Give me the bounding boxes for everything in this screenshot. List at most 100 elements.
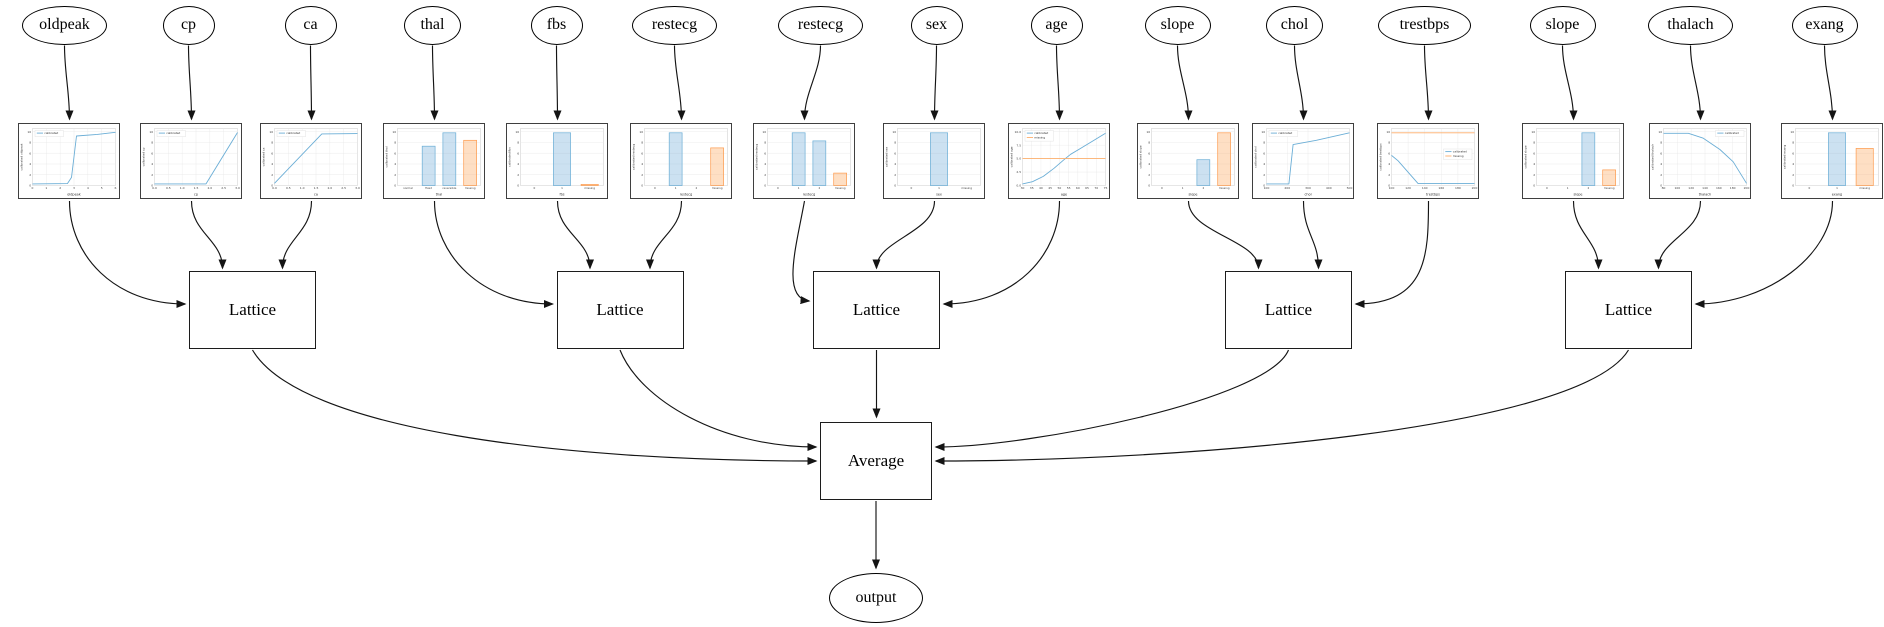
svg-text:2.5: 2.5 <box>1016 170 1021 174</box>
svg-text:4: 4 <box>394 162 396 166</box>
lattice-label: Lattice <box>852 300 901 319</box>
edge <box>1572 200 1603 270</box>
svg-text:200: 200 <box>1284 186 1290 190</box>
svg-text:0: 0 <box>1161 186 1163 190</box>
lattice-node: Lattice <box>1565 271 1692 349</box>
svg-text:1: 1 <box>1836 186 1838 190</box>
svg-text:10: 10 <box>639 130 643 134</box>
svg-text:3: 3 <box>73 186 75 190</box>
svg-text:chol: chol <box>1304 193 1311 197</box>
lattice-node: Lattice <box>1225 271 1352 349</box>
svg-text:0: 0 <box>764 184 766 188</box>
svg-text:missing: missing <box>584 186 595 190</box>
svg-text:8: 8 <box>151 141 153 145</box>
svg-text:10: 10 <box>392 130 396 134</box>
edge <box>1654 200 1702 270</box>
feature-node: chol <box>1266 5 1323 45</box>
svg-text:4: 4 <box>271 162 273 166</box>
feature-node: exang <box>1791 5 1858 45</box>
lattice-label: Lattice <box>1604 300 1653 319</box>
feature-node: thalach <box>1648 5 1733 45</box>
svg-text:calibrated thalach: calibrated thalach <box>1651 144 1655 170</box>
svg-text:10: 10 <box>892 130 896 134</box>
svg-text:50: 50 <box>1057 186 1061 190</box>
svg-text:100: 100 <box>1389 186 1395 190</box>
edge <box>942 200 1061 308</box>
svg-text:120: 120 <box>1405 186 1411 190</box>
svg-text:sex: sex <box>936 193 942 197</box>
feature-label: age <box>1045 16 1068 33</box>
lattice-node: Lattice <box>189 271 316 349</box>
edge <box>1176 45 1193 121</box>
edge <box>1293 45 1308 121</box>
svg-text:0: 0 <box>641 184 643 188</box>
svg-text:0.0: 0.0 <box>272 186 277 190</box>
svg-text:8: 8 <box>1263 141 1265 145</box>
edge <box>934 349 1290 451</box>
svg-text:6: 6 <box>1263 151 1265 155</box>
svg-text:3.0: 3.0 <box>355 186 360 190</box>
svg-text:4: 4 <box>1263 162 1265 166</box>
feature-label: cp <box>180 16 197 33</box>
svg-text:trestbps: trestbps <box>1426 193 1440 197</box>
svg-text:6: 6 <box>1660 151 1662 155</box>
svg-text:10: 10 <box>149 130 153 134</box>
svg-text:0: 0 <box>1546 186 1548 190</box>
svg-text:exang: exang <box>1832 193 1842 197</box>
svg-text:0: 0 <box>1388 184 1390 188</box>
feature-label: thalach <box>1667 16 1714 33</box>
svg-text:thalach: thalach <box>1699 193 1712 197</box>
svg-text:55: 55 <box>1067 186 1071 190</box>
svg-text:2.0: 2.0 <box>327 186 332 190</box>
svg-text:calibrated cp: calibrated cp <box>142 147 146 166</box>
svg-text:8: 8 <box>1533 141 1535 145</box>
svg-text:6: 6 <box>1148 151 1150 155</box>
svg-text:2.5: 2.5 <box>221 186 226 190</box>
feature-node: trestbps <box>1377 5 1472 45</box>
svg-text:4: 4 <box>764 162 766 166</box>
feature-node: oldpeak <box>22 5 107 45</box>
svg-text:0: 0 <box>151 184 153 188</box>
svg-text:0: 0 <box>517 184 519 188</box>
average-label: Average <box>847 451 905 470</box>
svg-text:10: 10 <box>1146 130 1150 134</box>
svg-text:calibrated: calibrated <box>286 131 300 135</box>
svg-text:calibrated restecg: calibrated restecg <box>632 144 636 170</box>
svg-text:calibrated slope: calibrated slope <box>1139 145 1143 168</box>
svg-text:2: 2 <box>151 173 153 177</box>
svg-text:10: 10 <box>515 130 519 134</box>
edge <box>1354 200 1430 308</box>
lattice-node: Lattice <box>813 271 940 349</box>
svg-text:calibrated exang: calibrated exang <box>1783 145 1787 169</box>
svg-text:7.5: 7.5 <box>1016 143 1021 147</box>
svg-text:1: 1 <box>1567 186 1569 190</box>
svg-text:missing: missing <box>835 186 846 190</box>
svg-text:missing: missing <box>1034 136 1045 140</box>
edge <box>1689 45 1705 121</box>
edge <box>68 200 187 308</box>
svg-text:180: 180 <box>1730 186 1736 190</box>
svg-text:6: 6 <box>151 151 153 155</box>
feature-node: age <box>1030 5 1083 45</box>
svg-text:1: 1 <box>561 186 563 190</box>
svg-text:2: 2 <box>1792 173 1794 177</box>
svg-text:0: 0 <box>777 186 779 190</box>
lattice-label: Lattice <box>1264 300 1313 319</box>
svg-text:calibrated trestbps: calibrated trestbps <box>1379 143 1383 171</box>
feature-label: chol <box>1280 16 1309 33</box>
svg-text:reversible: reversible <box>442 186 456 190</box>
output-node: output <box>829 573 923 623</box>
svg-text:8: 8 <box>641 141 643 145</box>
svg-text:5.0: 5.0 <box>1016 157 1021 161</box>
svg-text:8: 8 <box>394 141 396 145</box>
svg-text:8: 8 <box>1660 141 1662 145</box>
svg-text:calibrated: calibrated <box>1453 150 1467 154</box>
svg-text:0: 0 <box>32 186 34 190</box>
